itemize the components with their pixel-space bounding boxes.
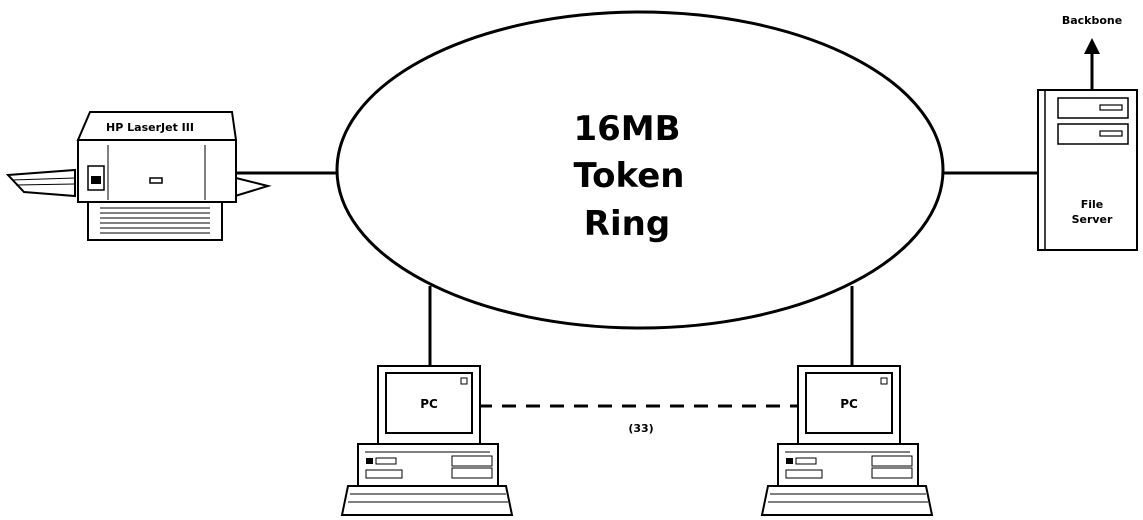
printer-label: HP LaserJet III	[106, 121, 194, 134]
token-ring	[335, 10, 945, 330]
ring-label-line1: 16MB	[573, 109, 680, 149]
file-server: File Server Backbone	[1037, 14, 1138, 251]
pc-right-label: PC	[840, 397, 858, 411]
backbone-label: Backbone	[1062, 14, 1122, 27]
backbone-arrow-icon	[1084, 38, 1100, 54]
server-label-line1: File	[1081, 198, 1104, 211]
printer: HP LaserJet III	[5, 111, 272, 241]
pc-left-label: PC	[420, 397, 438, 411]
pc-left: PC	[340, 365, 514, 516]
ring-label-line2: Token	[574, 156, 685, 196]
pc-right: PC	[760, 365, 934, 516]
server-label-line2: Server	[1072, 213, 1113, 226]
peer-link-label: (33)	[628, 422, 653, 435]
ring-label-line3: Ring	[584, 204, 670, 244]
